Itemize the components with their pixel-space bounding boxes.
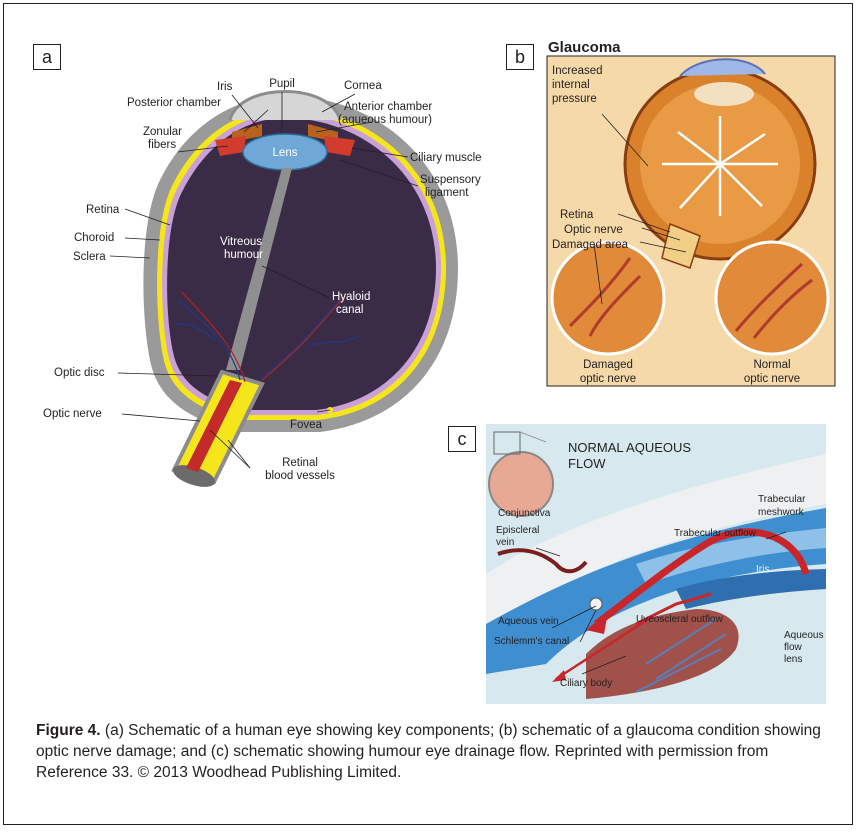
caption-text: (a) Schematic of a human eye showing key… (36, 722, 821, 781)
eye-schematic: Pupil Iris Cornea Posterior chamber Ante… (0, 0, 540, 500)
label-conjunctiva: Conjunctiva (498, 508, 551, 519)
flow-title: NORMAL AQUEOUS (568, 440, 691, 455)
label-normal-optic-nerve: Normal (753, 359, 790, 371)
label-damaged-area: Damaged area (552, 239, 629, 251)
glaucoma-title: Glaucoma (548, 39, 621, 56)
label-increased-pressure: Increased (552, 65, 603, 77)
label-aqueous-flow-2: flow (784, 642, 803, 653)
eye-inset (489, 452, 553, 516)
label-ciliary-body: Ciliary body (560, 678, 612, 689)
label-vitreous: Vitreous (220, 236, 262, 248)
label-optic-disc: Optic disc (54, 367, 105, 379)
label-optic-nerve-b: Optic nerve (564, 224, 623, 236)
label-fovea: Fovea (290, 419, 323, 431)
label-schlemm-canal: Schlemm's canal (494, 636, 569, 647)
label-iris: Iris (217, 81, 233, 93)
label-ciliary-muscle: Ciliary muscle (410, 152, 482, 164)
label-suspensory-sub: ligament (425, 187, 469, 199)
label-anterior-chamber: Anterior chamber (344, 101, 432, 113)
figure-caption: Figure 4. (a) Schematic of a human eye s… (36, 720, 836, 783)
caption-label: Figure 4. (36, 722, 101, 739)
label-zonular-sub: fibers (148, 139, 176, 151)
label-uveoscleral-outflow: Uveoscleral outflow (636, 614, 723, 625)
label-increased-pressure-3: pressure (552, 93, 597, 105)
panel-b-tag: b (506, 44, 534, 70)
label-cornea: Cornea (344, 80, 382, 92)
label-aqueous-flow: Aqueous (784, 630, 823, 641)
label-trabecular-outflow: Trabecular outflow (674, 528, 757, 539)
normal-nerve-closeup (716, 242, 828, 354)
label-choroid: Choroid (74, 232, 114, 244)
label-posterior-chamber: Posterior chamber (127, 97, 221, 109)
label-damaged-optic-nerve: Damaged (583, 359, 633, 371)
label-hyaloid-sub: canal (336, 304, 364, 316)
label-increased-pressure-2: internal (552, 79, 590, 91)
label-retinal-vessels: Retinal (282, 457, 318, 469)
glaucoma-illustration: Glaucoma Increased internal pressure Ret… (540, 36, 840, 396)
label-aqueous-flow-3: lens (784, 654, 802, 665)
label-optic-nerve-a: Optic nerve (43, 408, 102, 420)
label-episcleral-vein: Episcleral (496, 525, 539, 536)
label-lens: Lens (273, 147, 298, 159)
label-aqueous-vein: Aqueous vein (498, 616, 559, 627)
label-episcleral-vein-2: vein (496, 537, 514, 548)
label-retina-b: Retina (560, 209, 594, 221)
cornea (230, 92, 340, 121)
flow-title-2: FLOW (568, 456, 606, 471)
label-retinal-vessels-sub: blood vessels (265, 470, 335, 482)
label-damaged-optic-nerve-2: optic nerve (580, 373, 636, 385)
label-normal-optic-nerve-2: optic nerve (744, 373, 800, 385)
label-sclera: Sclera (73, 251, 106, 263)
label-hyaloid: Hyaloid (332, 291, 370, 303)
damaged-nerve-closeup (552, 242, 664, 354)
label-retina-a: Retina (86, 204, 120, 216)
label-suspensory: Suspensory (420, 174, 481, 186)
label-trabecular-meshwork: Trabecular (758, 494, 806, 505)
label-trabecular-meshwork-2: meshwork (758, 507, 805, 518)
panel-c-tag: c (448, 426, 476, 452)
label-anterior-chamber-sub: (aqueous humour) (338, 114, 432, 126)
label-iris-c: Iris (756, 564, 769, 575)
label-zonular: Zonular (143, 126, 182, 138)
aqueous-flow-illustration: NORMAL AQUEOUS FLOW Trabecular meshwork … (486, 424, 826, 704)
label-vitreous-sub: humour (224, 249, 263, 261)
label-pupil: Pupil (269, 78, 295, 90)
